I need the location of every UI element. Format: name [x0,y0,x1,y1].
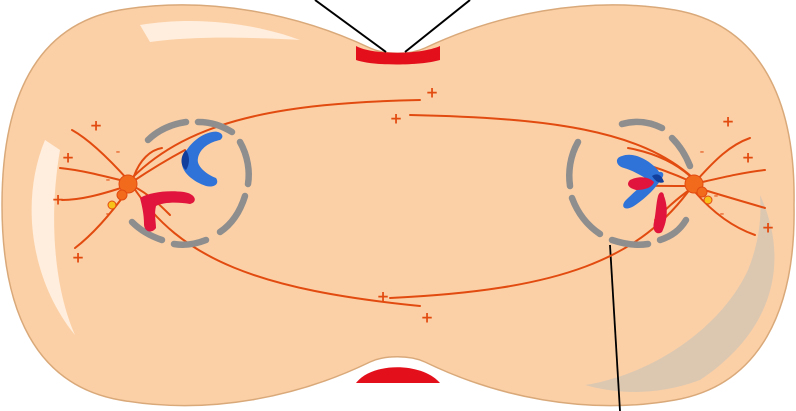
plus-sign: + [742,149,755,167]
plus-sign: + [426,84,439,102]
plus-sign: + [722,113,735,131]
centriole [697,187,707,197]
plus-sign: + [390,110,403,128]
minus-sign: - [700,145,705,160]
cell-membrane [2,5,794,406]
minus-sign: - [116,145,121,160]
minus-sign: - [106,207,111,222]
minus-sign: - [714,189,719,204]
contractile-ring-bottom [356,367,440,383]
plus-sign: + [762,219,775,237]
minus-sign: - [720,207,725,222]
centriole-core [704,196,712,204]
centriole [117,190,127,200]
plus-sign: + [62,149,75,167]
plus-sign: + [72,249,85,267]
plus-sign: + [90,117,103,135]
minus-sign: - [106,173,111,188]
plus-sign: + [52,191,65,209]
plus-sign: + [377,288,390,306]
plus-sign: + [421,309,434,327]
